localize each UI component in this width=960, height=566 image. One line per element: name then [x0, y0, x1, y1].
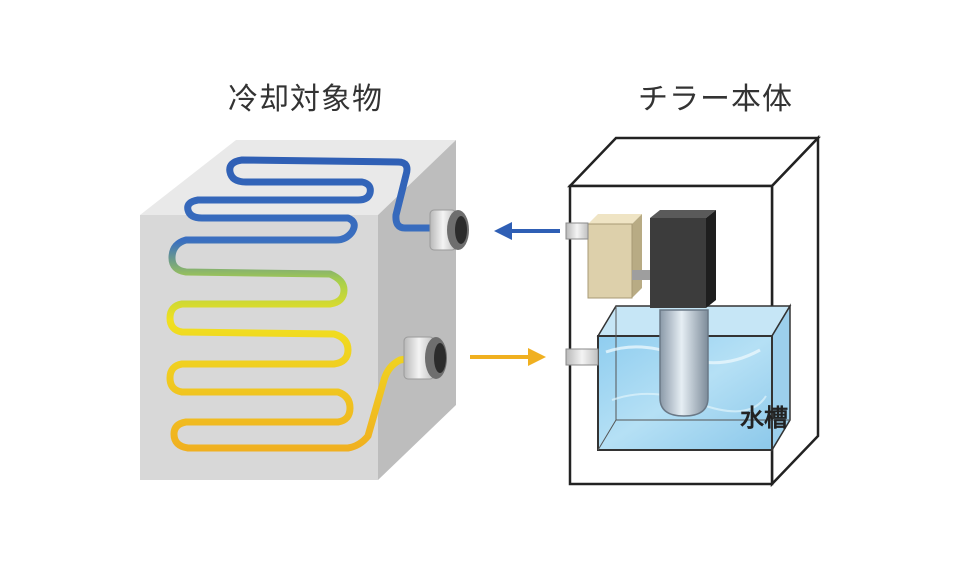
- compressor-unit: [650, 210, 716, 308]
- outflow-arrow-icon: [470, 348, 546, 366]
- chiller-body: [565, 134, 821, 488]
- cooling-target-cube: [140, 140, 469, 480]
- water-tank-label: 水槽: [740, 404, 788, 432]
- chiller-inlet-stub: [565, 348, 599, 366]
- outflow-port: [403, 336, 447, 380]
- cube-front-face: [140, 215, 378, 480]
- chiller-body-label: チラー本体: [638, 82, 793, 117]
- cooling-coil-pipe: [166, 156, 442, 452]
- return-port: [429, 209, 469, 251]
- pump-unit: [587, 214, 650, 299]
- return-arrow-icon: [494, 222, 560, 240]
- chiller-outlet-stub: [565, 222, 589, 240]
- cooling-target-label: 冷却対象物: [228, 82, 383, 117]
- evaporator-tube: [659, 309, 709, 417]
